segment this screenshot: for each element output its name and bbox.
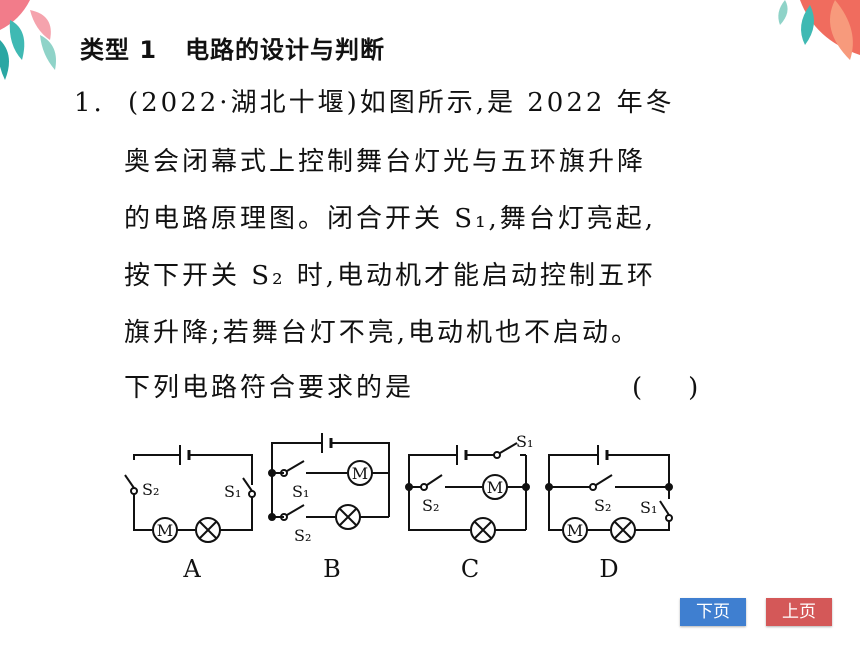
section-label: 类型 1 xyxy=(80,36,158,64)
motor-c-label: M xyxy=(487,478,503,497)
next-page-button[interactable]: 下页 xyxy=(680,598,746,626)
question-line-4: 按下开关 S₂ 时,电动机才能启动控制五环 xyxy=(124,261,657,291)
question-line-2: 奥会闭幕式上控制舞台灯光与五环旗升降 xyxy=(124,147,647,177)
switch-d-s2-label: S₂ xyxy=(594,496,611,515)
switch-c-s1-label: S₁ xyxy=(516,432,533,451)
circuit-diagrams: M S₂ S₁ A M S₁ S₂ B xyxy=(124,432,673,583)
option-d-label: D xyxy=(599,555,618,583)
switch-d-s1-label: S₁ xyxy=(640,498,657,517)
question-line-1: (2022·湖北十堰)如图所示,是 2022 年冬 xyxy=(128,88,675,118)
switch-b-s2-label: S₂ xyxy=(294,526,311,545)
motor-b-label: M xyxy=(352,464,368,483)
circuit-b: M S₁ S₂ B xyxy=(268,433,390,583)
motor-a-label: M xyxy=(157,521,173,540)
question-number: 1. xyxy=(74,88,105,118)
question-line-3: 的电路原理图。闭合开关 S₁,舞台灯亮起, xyxy=(124,204,657,234)
switch-b-s1-label: S₁ xyxy=(292,482,309,501)
switch-a-s1-label: S₁ xyxy=(224,482,241,501)
section-heading: 电路的设计与判断 xyxy=(185,36,386,64)
switch-c-s2-label: S₂ xyxy=(422,496,439,515)
leaf-decoration-left xyxy=(0,0,56,80)
circuit-c: M S₁ S₂ C xyxy=(405,432,533,583)
previous-page-button[interactable]: 上页 xyxy=(766,598,832,626)
switch-a-s2-label: S₂ xyxy=(142,480,159,499)
circuit-a: M S₂ S₁ A xyxy=(124,445,256,583)
question-line-5: 旗升降;若舞台灯不亮,电动机也不启动。 xyxy=(124,318,641,348)
leaf-decoration-right xyxy=(778,0,860,60)
answer-blank: () xyxy=(632,373,699,403)
motor-d-label: M xyxy=(567,521,583,540)
section-title: 类型 1 电路的设计与判断 xyxy=(80,30,385,65)
option-c-label: C xyxy=(461,555,479,583)
circuit-d: M S₂ S₁ D xyxy=(545,445,673,583)
question-line-6: 下列电路符合要求的是 xyxy=(124,373,415,403)
option-b-label: B xyxy=(323,555,341,583)
option-a-label: A xyxy=(182,555,201,583)
